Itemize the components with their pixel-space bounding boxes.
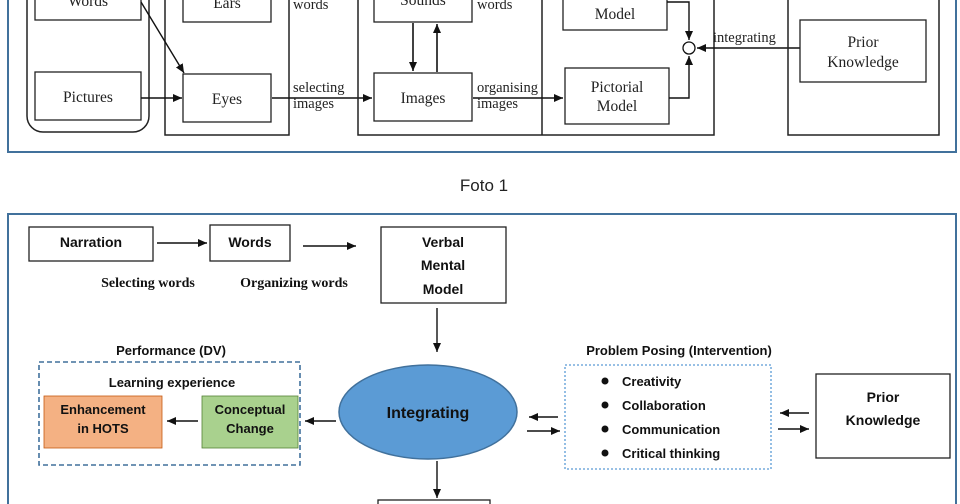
pp-item-4: Critical thinking [601,446,720,461]
organizing-words-caption: Organizing words [240,276,348,291]
pictorial-model-box [564,67,670,125]
pictorial-model-label-2: Model [597,98,637,115]
learning-experience-label: Learning experience [109,375,235,390]
sounds-label: Sounds [400,0,446,9]
pp-bullet-1 [601,377,609,385]
pp-item-4-label: Critical thinking [622,446,720,461]
selecting-words-label: words [293,0,329,13]
prior-knowledge-2-line2: Knowledge [846,412,921,428]
pictorial-model-label-1: Pictorial [591,79,644,96]
verbal-line1: Verbal [422,234,464,250]
figure-caption: Foto 1 [460,176,508,195]
problem-posing-dotted-box [564,364,772,470]
conceptual-change-box [201,395,299,449]
words-box [34,0,142,21]
figure-1-frame [7,0,957,153]
pp-item-3: Communication [601,422,720,437]
arrow-verbal-junction [667,1,693,40]
bottom-box-partial [377,499,491,504]
narration-label: Narration [60,234,122,250]
ears-label: Ears [213,0,241,12]
pp-item-3-label: Communication [622,422,720,437]
integration-junction [682,41,696,55]
long-term-memory-box [787,0,940,136]
narration-box [28,226,154,262]
words-box-2 [209,224,291,262]
figure-2: Narration Words Selecting words Organizi… [7,213,957,504]
enhancement-line1: Enhancement [60,402,146,417]
conceptual-line1: Conceptual [215,402,286,417]
verbal-model-label: Model [595,6,635,23]
pp-bullet-3 [601,425,609,433]
selecting-words-caption: Selecting words [101,276,195,291]
pp-item-2-label: Collaboration [622,398,706,413]
sensory-memory-box [164,0,290,136]
arrow-words-eyes [140,1,185,74]
performance-dashed-box [38,361,301,466]
performance-title: Performance (DV) [116,343,226,358]
pp-bullet-4 [601,449,609,457]
pp-item-1-label: Creativity [622,374,682,389]
conceptual-line2: Change [226,421,274,436]
integrating-label: integrating [713,30,776,46]
working-memory-box [357,0,715,136]
prior-knowledge-1-line2: Knowledge [827,54,899,71]
organising-images-label-1: organising [477,80,538,96]
organising-images-label-2: images [477,96,518,112]
pictures-label: Pictures [63,89,113,106]
eyes-box [182,73,272,123]
problem-posing-title: Problem Posing (Intervention) [586,343,772,358]
prior-knowledge-box-2 [815,373,951,459]
words-label: Words [68,0,108,10]
pp-item-2: Collaboration [601,398,706,413]
multimedia-presentation-box [26,0,150,133]
images-label: Images [401,90,446,107]
pp-item-1: Creativity [601,374,682,389]
integrating-ellipse [338,364,518,460]
selecting-images-label-2: images [293,96,334,112]
prior-knowledge-2-line1: Prior [867,389,900,405]
figure-2-frame [7,213,957,504]
selecting-images-label-1: selecting [293,80,345,96]
arrow-pictorial-junction [669,56,693,99]
verbal-line3: Model [423,281,463,297]
prior-knowledge-box-1 [799,19,927,83]
integrating-label-2: Integrating [387,405,470,422]
images-box [373,72,473,122]
prior-knowledge-1-line1: Prior [848,34,880,51]
organising-words-label: words [477,0,513,13]
eyes-label: Eyes [212,91,242,108]
verbal-mental-model-box [380,226,507,304]
figure-1: Words Pictures Ears Eyes words selecting… [7,0,957,153]
verbal-line2: Mental [421,257,465,273]
sounds-box [373,0,473,23]
enhancement-line2: in HOTS [77,421,129,436]
enhancement-hots-box [43,395,163,449]
pp-bullet-2 [601,401,609,409]
words-label-2: Words [228,234,272,250]
pictures-box [34,71,142,121]
verbal-model-box [562,0,668,31]
ears-box [182,0,272,23]
